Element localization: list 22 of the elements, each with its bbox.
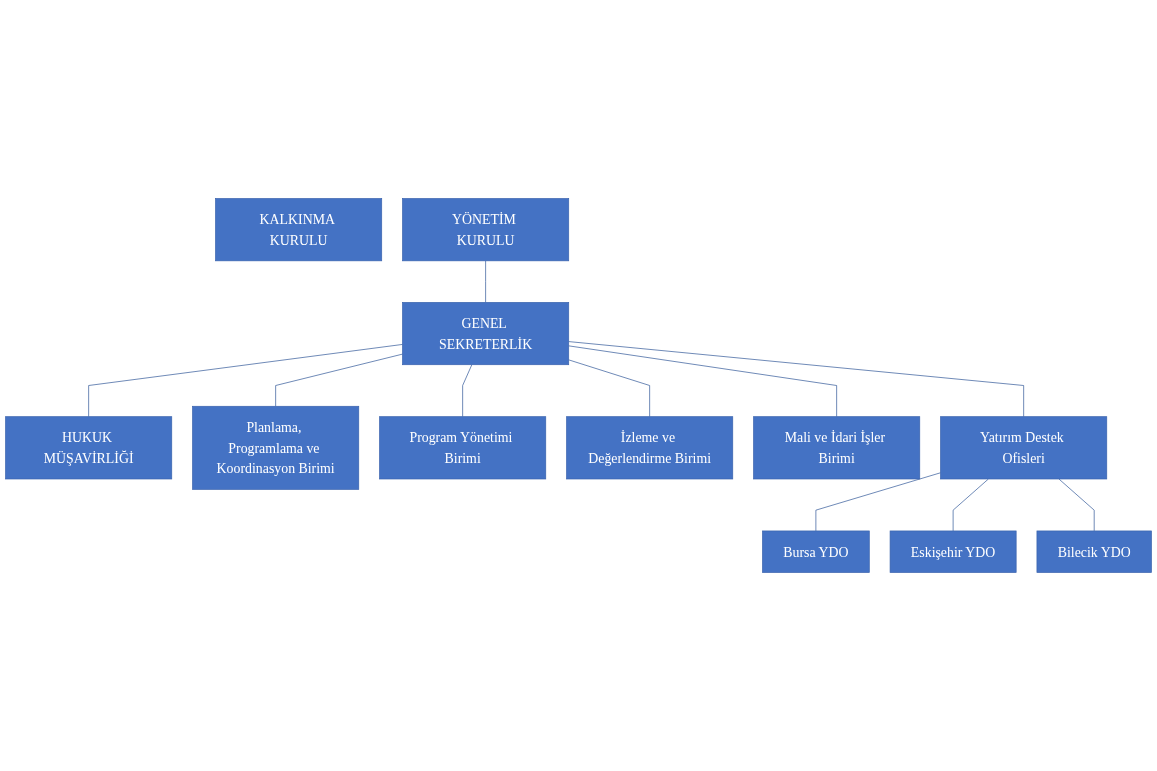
node-box: KALKINMA KURULU — [215, 198, 383, 262]
connector — [568, 341, 1024, 417]
node-box: İzleme ve Değerlendirme Birimi — [566, 416, 734, 480]
connector — [815, 472, 941, 532]
connector — [1058, 478, 1095, 532]
node-box: Eskişehir YDO — [889, 530, 1017, 573]
connector — [275, 353, 403, 407]
node-box: Bursa YDO — [762, 530, 870, 573]
node-box: Mali ve İdari İşler Birimi — [753, 416, 921, 480]
connector — [568, 345, 837, 417]
connector — [568, 359, 650, 417]
connector — [952, 478, 989, 532]
connector — [462, 364, 473, 417]
node-box: YÖNETİM KURULU — [402, 198, 570, 262]
connector — [485, 260, 486, 303]
node-box: Bilecik YDO — [1036, 530, 1152, 573]
connector — [88, 344, 403, 417]
node-box: Planlama, Programlama ve Koordinasyon Birimi — [192, 405, 360, 490]
node-box: HUKUK MÜŞAVİRLİĞİ — [5, 416, 173, 480]
node-box: Yatırım Destek Ofisleri — [940, 416, 1108, 480]
node-box: GENEL SEKRETERLİK — [402, 302, 570, 366]
node-box: Program Yönetimi Birimi — [379, 416, 547, 480]
